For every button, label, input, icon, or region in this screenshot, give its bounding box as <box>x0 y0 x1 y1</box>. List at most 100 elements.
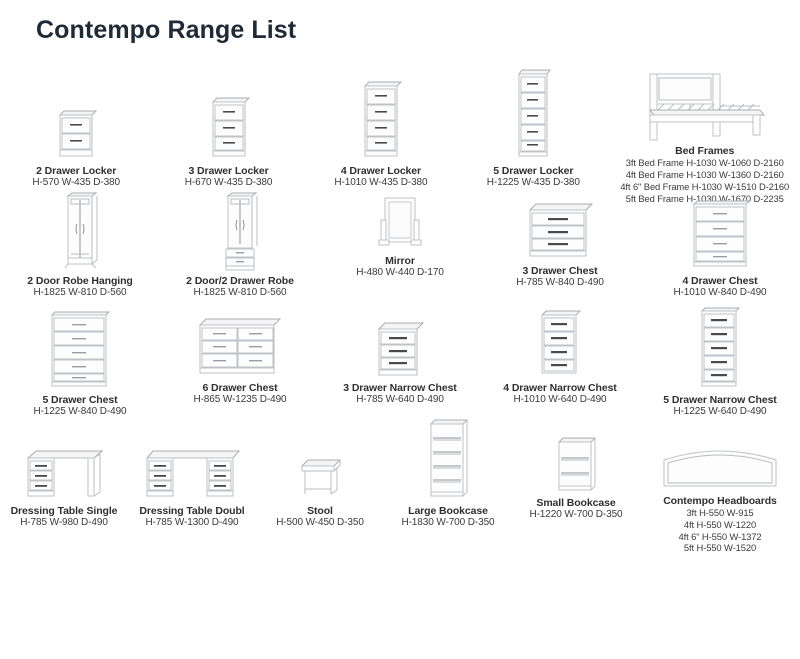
chest-3-drawer-icon <box>480 192 640 262</box>
product-name: 2 Door Robe Hanging <box>27 275 133 287</box>
product-caption: 4 Drawer Narrow Chest H-1010 W-640 D-490 <box>503 382 617 406</box>
narrow-chest-4-drawer-icon <box>480 309 640 379</box>
product-card-contempo-headboards[interactable]: Contempo Headboards 3ft H-550 W-915 4ft … <box>640 424 800 554</box>
product-dimensions: H-670 W-435 D-380 <box>184 177 273 189</box>
product-caption: 3 Drawer Locker H-670 W-435 D-380 <box>185 165 273 189</box>
product-card-5-drawer-chest[interactable]: 5 Drawer Chest H-1225 W-840 D-490 <box>0 309 160 424</box>
product-grid: 2 Drawer Locker H-570 W-435 D-380 <box>0 69 800 554</box>
dressing-table-double-icon <box>128 424 256 502</box>
product-dimensions: H-570 W-435 D-380 <box>32 177 120 189</box>
product-dimensions: 4ft H-550 W-1220 <box>683 518 757 530</box>
product-name: 4 Drawer Narrow Chest <box>503 382 617 394</box>
product-caption: 3 Drawer Narrow Chest H-785 W-640 D-490 <box>343 382 457 406</box>
chest-4-drawer-icon <box>640 192 800 272</box>
product-name: 5 Drawer Narrow Chest <box>663 394 777 406</box>
bed-frame-dimension-list: 3ft Bed Frame H-1030 W-1060 D-2160 4ft B… <box>620 157 789 204</box>
product-dimensions: 5ft H-550 W-1520 <box>683 542 757 554</box>
product-caption: 4 Drawer Chest H-1010 W-840 D-490 <box>673 275 766 299</box>
product-card-6-drawer-chest[interactable]: 6 Drawer Chest H-865 W-1235 D-490 <box>160 309 320 424</box>
robe-2-door-icon <box>0 192 160 272</box>
product-caption: Large Bookcase H-1830 W-700 D-350 <box>401 505 494 529</box>
product-card-5-drawer-narrow-chest[interactable]: 5 Drawer Narrow Chest H-1225 W-640 D-490 <box>640 307 800 424</box>
product-card-bed-frames[interactable]: Bed Frames 3ft Bed Frame H-1030 W-1060 D… <box>610 70 800 204</box>
product-dimensions: H-1010 W-435 D-380 <box>334 177 428 189</box>
product-dimensions: H-1220 W-700 D-350 <box>529 509 623 521</box>
product-caption: Stool H-500 W-450 D-350 <box>276 505 364 529</box>
product-card-2-door-2-drawer-robe[interactable]: 2 Door/2 Drawer Robe H-1825 W-810 D-560 <box>160 192 320 309</box>
product-dimensions: 3ft H-550 W-915 <box>686 507 754 518</box>
product-card-4-drawer-chest[interactable]: 4 Drawer Chest H-1010 W-840 D-490 <box>640 192 800 309</box>
product-card-3-drawer-chest[interactable]: 3 Drawer Chest H-785 W-840 D-490 <box>480 192 640 309</box>
product-dimensions: 3ft Bed Frame H-1030 W-1060 D-2160 <box>625 157 784 169</box>
product-card-dressing-table-single[interactable]: Dressing Table Single H-785 W-980 D-490 <box>0 424 128 554</box>
product-caption: Mirror H-480 W-440 D-170 <box>356 255 444 279</box>
product-name: 5 Drawer Chest <box>42 394 118 406</box>
product-caption: Small Bookcase H-1220 W-700 D-350 <box>529 497 622 521</box>
product-dimensions: H-480 W-440 D-170 <box>356 267 444 279</box>
page-title: Contempo Range List <box>36 16 297 44</box>
locker-3-drawer-icon <box>152 70 304 162</box>
product-caption: 6 Drawer Chest H-865 W-1235 D-490 <box>193 382 286 406</box>
product-name: 4 Drawer Chest <box>682 275 758 287</box>
product-dimensions: 5ft Bed Frame H-1030 W-1670 D-2235 <box>625 192 784 204</box>
locker-5-drawer-icon <box>457 69 609 162</box>
product-dimensions: 4ft 6" Bed Frame H-1030 W-1510 D-2160 <box>620 180 790 192</box>
product-name: 6 Drawer Chest <box>202 382 278 394</box>
product-dimensions: H-785 W-980 D-490 <box>20 517 108 529</box>
product-caption: Bed Frames 3ft Bed Frame H-1030 W-1060 D… <box>620 145 789 204</box>
product-name: Bed Frames <box>675 145 735 157</box>
product-card-mirror[interactable]: Mirror H-480 W-440 D-170 <box>320 192 480 309</box>
product-name: 2 Door/2 Drawer Robe <box>186 275 294 287</box>
product-dimensions: 4ft 6" H-550 W-1372 <box>678 530 762 542</box>
product-caption: 3 Drawer Chest H-785 W-840 D-490 <box>516 265 604 289</box>
product-row-lockers-beds: 2 Drawer Locker H-570 W-435 D-380 <box>0 69 800 204</box>
product-caption: Dressing Table Doubl H-785 W-1300 D-490 <box>139 505 244 529</box>
product-name: 2 Drawer Locker <box>36 165 117 177</box>
product-caption: 4 Drawer Locker H-1010 W-435 D-380 <box>334 165 427 189</box>
narrow-chest-3-drawer-icon <box>320 309 480 379</box>
product-dimensions: H-1010 W-640 D-490 <box>513 394 607 406</box>
product-row-tables-bookcases-headboards: Dressing Table Single H-785 W-980 D-490 <box>0 419 800 554</box>
product-dimensions: H-1010 W-840 D-490 <box>673 287 767 299</box>
product-card-3-drawer-locker[interactable]: 3 Drawer Locker H-670 W-435 D-380 <box>152 70 304 192</box>
product-card-dressing-table-double[interactable]: Dressing Table Doubl H-785 W-1300 D-490 <box>128 424 256 554</box>
product-dimensions: H-1225 W-435 D-380 <box>486 177 580 189</box>
product-caption: 2 Door Robe Hanging H-1825 W-810 D-560 <box>27 275 133 299</box>
bookcase-small-icon <box>512 424 640 494</box>
product-card-4-drawer-narrow-chest[interactable]: 4 Drawer Narrow Chest H-1010 W-640 D-490 <box>480 309 640 424</box>
product-dimensions: H-1825 W-810 D-560 <box>193 287 287 299</box>
product-row-chests-narrow: 5 Drawer Chest H-1225 W-840 D-490 <box>0 307 800 424</box>
product-dimensions: H-785 W-640 D-490 <box>356 394 444 406</box>
mirror-icon <box>320 192 480 252</box>
product-dimensions: H-1825 W-810 D-560 <box>33 287 127 299</box>
product-dimensions: 4ft Bed Frame H-1030 W-1360 D-2160 <box>625 169 784 181</box>
product-card-5-drawer-locker[interactable]: 5 Drawer Locker H-1225 W-435 D-380 <box>457 69 609 192</box>
product-card-large-bookcase[interactable]: Large Bookcase H-1830 W-700 D-350 <box>384 419 512 554</box>
product-card-2-drawer-locker[interactable]: 2 Drawer Locker H-570 W-435 D-380 <box>0 70 152 192</box>
product-card-small-bookcase[interactable]: Small Bookcase H-1220 W-700 D-350 <box>512 424 640 554</box>
dressing-table-single-icon <box>0 424 128 502</box>
robe-2-door-2-drawer-icon <box>160 192 320 272</box>
product-card-stool[interactable]: Stool H-500 W-450 D-350 <box>256 424 384 554</box>
product-caption: 5 Drawer Narrow Chest H-1225 W-640 D-490 <box>663 394 777 418</box>
bed-frame-icon <box>610 70 800 142</box>
headboard-dimension-list: 3ft H-550 W-915 4ft H-550 W-1220 4ft 6" … <box>663 507 777 554</box>
product-row-robes-mirror-chests: 2 Door Robe Hanging H-1825 W-810 D-560 <box>0 192 800 309</box>
product-card-4-drawer-locker[interactable]: 4 Drawer Locker H-1010 W-435 D-380 <box>305 70 457 192</box>
chest-5-drawer-icon <box>0 309 160 391</box>
product-caption: 5 Drawer Locker H-1225 W-435 D-380 <box>487 165 580 189</box>
chest-6-drawer-icon <box>160 309 320 379</box>
product-name: 3 Drawer Narrow Chest <box>343 382 457 394</box>
product-name: Large Bookcase <box>408 505 488 517</box>
headboard-icon <box>640 424 800 492</box>
product-caption: 5 Drawer Chest H-1225 W-840 D-490 <box>33 394 126 418</box>
product-caption: Dressing Table Single H-785 W-980 D-490 <box>11 505 118 529</box>
product-name: Small Bookcase <box>536 497 616 509</box>
product-card-3-drawer-narrow-chest[interactable]: 3 Drawer Narrow Chest H-785 W-640 D-490 <box>320 309 480 424</box>
product-card-2-door-robe-hanging[interactable]: 2 Door Robe Hanging H-1825 W-810 D-560 <box>0 192 160 309</box>
locker-2-drawer-icon <box>0 70 152 162</box>
stool-icon <box>256 424 384 502</box>
product-name: Contempo Headboards <box>663 494 777 507</box>
locker-4-drawer-icon <box>305 70 457 162</box>
